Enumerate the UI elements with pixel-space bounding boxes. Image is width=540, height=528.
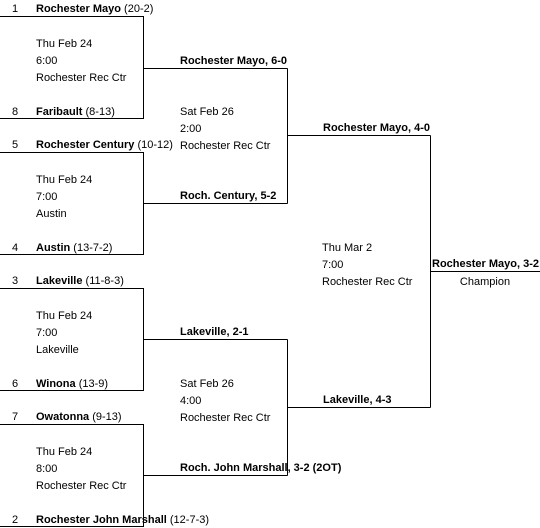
team-name: Lakeville bbox=[36, 275, 83, 287]
team-entry: Rochester Mayo (20-2) bbox=[36, 3, 153, 16]
game-date: Thu Feb 24 bbox=[36, 310, 93, 322]
team-record: (11-8-3) bbox=[85, 275, 124, 287]
game-time: 7:00 bbox=[322, 259, 344, 271]
team-record: (9-13) bbox=[92, 411, 122, 423]
team-name: Rochester Century bbox=[36, 139, 135, 151]
game-venue: Lakeville bbox=[36, 344, 79, 356]
team-entry: Owatonna (9-13) bbox=[36, 411, 122, 424]
team-name: Austin bbox=[36, 242, 71, 254]
game-date: Sat Feb 26 bbox=[180, 106, 234, 118]
team-name: Rochester John Marshall bbox=[36, 514, 167, 526]
team-name: Faribault bbox=[36, 106, 83, 118]
game-venue: Austin bbox=[36, 208, 67, 220]
bracket-line-r1-g3 bbox=[0, 288, 144, 391]
game-result: Roch. John Marshall, 3-2 (2OT) bbox=[180, 462, 342, 474]
game-venue: Rochester Rec Ctr bbox=[36, 480, 127, 492]
game-result: Lakeville, 2-1 bbox=[180, 326, 249, 338]
game-date: Thu Feb 24 bbox=[36, 174, 93, 186]
team-record: (20-2) bbox=[124, 3, 154, 15]
seed-number: 1 bbox=[12, 3, 19, 15]
bracket-line-r1-g4 bbox=[0, 424, 144, 527]
seed-number: 8 bbox=[12, 106, 19, 118]
game-date: Thu Mar 2 bbox=[322, 242, 373, 254]
bracket-line-r1-g1 bbox=[0, 16, 144, 119]
team-name: Rochester Mayo bbox=[36, 3, 121, 15]
game-date: Thu Feb 24 bbox=[36, 446, 93, 458]
seed-number: 7 bbox=[12, 411, 19, 423]
champion-result: Rochester Mayo, 3-2 bbox=[432, 258, 539, 270]
seed-number: 6 bbox=[12, 378, 19, 390]
game-result: Rochester Mayo, 6-0 bbox=[180, 55, 287, 67]
team-name: Owatonna bbox=[36, 411, 90, 423]
team-entry: Austin (13-7-2) bbox=[36, 242, 112, 255]
seed-number: 3 bbox=[12, 275, 19, 287]
team-record: (13-7-2) bbox=[73, 242, 113, 254]
team-record: (8-13) bbox=[85, 106, 115, 118]
game-time: 7:00 bbox=[36, 191, 58, 203]
game-result: Rochester Mayo, 4-0 bbox=[323, 122, 430, 134]
game-venue: Rochester Rec Ctr bbox=[322, 276, 413, 288]
team-entry: Lakeville (11-8-3) bbox=[36, 275, 124, 288]
seed-number: 5 bbox=[12, 139, 19, 151]
seed-number: 4 bbox=[12, 242, 19, 254]
team-record: (10-12) bbox=[137, 139, 173, 151]
game-venue: Rochester Rec Ctr bbox=[180, 412, 271, 424]
team-entry: Winona (13-9) bbox=[36, 378, 108, 391]
champion-label: Champion bbox=[459, 276, 511, 288]
game-venue: Rochester Rec Ctr bbox=[180, 140, 271, 152]
team-record: (13-9) bbox=[78, 378, 109, 390]
team-entry: Rochester Century (10-12) bbox=[36, 139, 173, 152]
game-time: 4:00 bbox=[180, 395, 202, 407]
team-entry: Rochester John Marshall (12-7-3) bbox=[36, 514, 209, 527]
bracket-line-r1-g2 bbox=[0, 152, 144, 255]
game-time: 6:00 bbox=[36, 55, 58, 67]
game-result: Lakeville, 4-3 bbox=[323, 394, 392, 406]
game-venue: Rochester Rec Ctr bbox=[36, 72, 127, 84]
game-time: 2:00 bbox=[180, 123, 202, 135]
game-result: Roch. Century, 5-2 bbox=[180, 190, 277, 202]
game-date: Sat Feb 26 bbox=[180, 378, 234, 390]
team-entry: Faribault (8-13) bbox=[36, 106, 115, 119]
game-time: 7:00 bbox=[36, 327, 58, 339]
team-record: (12-7-3) bbox=[169, 514, 210, 526]
game-date: Thu Feb 24 bbox=[36, 38, 93, 50]
game-time: 8:00 bbox=[36, 463, 58, 475]
team-name: Winona bbox=[36, 378, 76, 390]
seed-number: 2 bbox=[12, 514, 19, 526]
